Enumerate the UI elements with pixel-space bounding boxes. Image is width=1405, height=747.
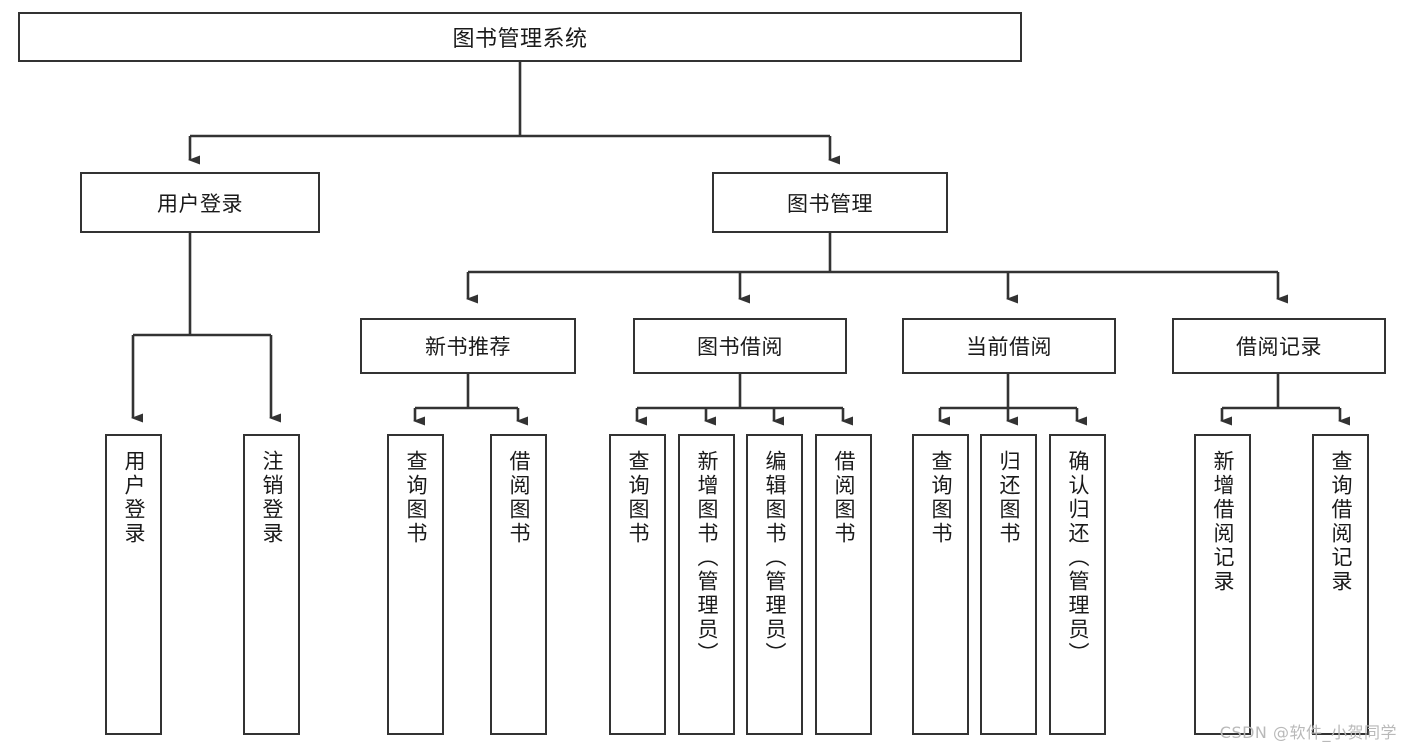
node-book-management-label: 图书管理 (787, 191, 873, 216)
leaf-current-borrow-return-label: 归还图书 (997, 450, 1021, 546)
leaf-borrow-record-query[interactable]: 查询借阅记录 (1312, 434, 1369, 735)
leaf-borrow-record-query-label: 查询借阅记录 (1329, 450, 1353, 594)
csdn-watermark: CSDN @软件_小贺同学 (1219, 723, 1397, 742)
leaf-current-borrow-query[interactable]: 查询图书 (912, 434, 969, 735)
node-borrow-record-label: 借阅记录 (1236, 335, 1322, 359)
leaf-current-borrow-return[interactable]: 归还图书 (980, 434, 1037, 735)
leaf-borrow-record-add[interactable]: 新增借阅记录 (1194, 434, 1251, 735)
leaf-book-borrow-borrow[interactable]: 借阅图书 (815, 434, 872, 735)
leaf-borrow-record-add-label: 新增借阅记录 (1211, 450, 1235, 594)
node-current-borrow-label: 当前借阅 (966, 335, 1052, 359)
leaf-user-login-login[interactable]: 用户登录 (105, 434, 162, 735)
leaf-current-borrow-query-label: 查询图书 (929, 450, 953, 546)
leaf-new-book-query[interactable]: 查询图书 (387, 434, 444, 735)
node-book-borrow-label: 图书借阅 (697, 335, 783, 359)
node-root-system[interactable]: 图书管理系统 (18, 12, 1022, 62)
leaf-book-borrow-query[interactable]: 查询图书 (609, 434, 666, 735)
node-user-login-label: 用户登录 (157, 191, 243, 216)
leaf-user-login-logout[interactable]: 注销登录 (243, 434, 300, 735)
leaf-book-borrow-query-label: 查询图书 (626, 450, 650, 546)
node-book-borrow[interactable]: 图书借阅 (633, 318, 847, 374)
leaf-book-borrow-edit[interactable]: 编辑图书（管理员） (746, 434, 803, 735)
leaf-new-book-borrow[interactable]: 借阅图书 (490, 434, 547, 735)
node-root-system-label: 图书管理系统 (452, 27, 588, 52)
node-book-management[interactable]: 图书管理 (712, 172, 948, 233)
node-current-borrow[interactable]: 当前借阅 (902, 318, 1116, 374)
leaf-current-borrow-confirm-label: 确认归还（管理员） (1066, 450, 1090, 666)
leaf-new-book-borrow-label: 借阅图书 (507, 450, 531, 546)
node-new-book-recommend[interactable]: 新书推荐 (360, 318, 576, 374)
leaf-book-borrow-borrow-label: 借阅图书 (832, 450, 856, 546)
leaf-user-login-login-label: 用户登录 (122, 450, 146, 546)
leaf-new-book-query-label: 查询图书 (404, 450, 428, 546)
leaf-book-borrow-edit-label: 编辑图书（管理员） (763, 450, 787, 666)
leaf-user-login-logout-label: 注销登录 (260, 450, 284, 546)
node-borrow-record[interactable]: 借阅记录 (1172, 318, 1386, 374)
leaf-book-borrow-add-label: 新增图书（管理员） (695, 450, 719, 666)
leaf-current-borrow-confirm[interactable]: 确认归还（管理员） (1049, 434, 1106, 735)
node-user-login[interactable]: 用户登录 (80, 172, 320, 233)
node-new-book-recommend-label: 新书推荐 (425, 335, 511, 359)
leaf-book-borrow-add[interactable]: 新增图书（管理员） (678, 434, 735, 735)
